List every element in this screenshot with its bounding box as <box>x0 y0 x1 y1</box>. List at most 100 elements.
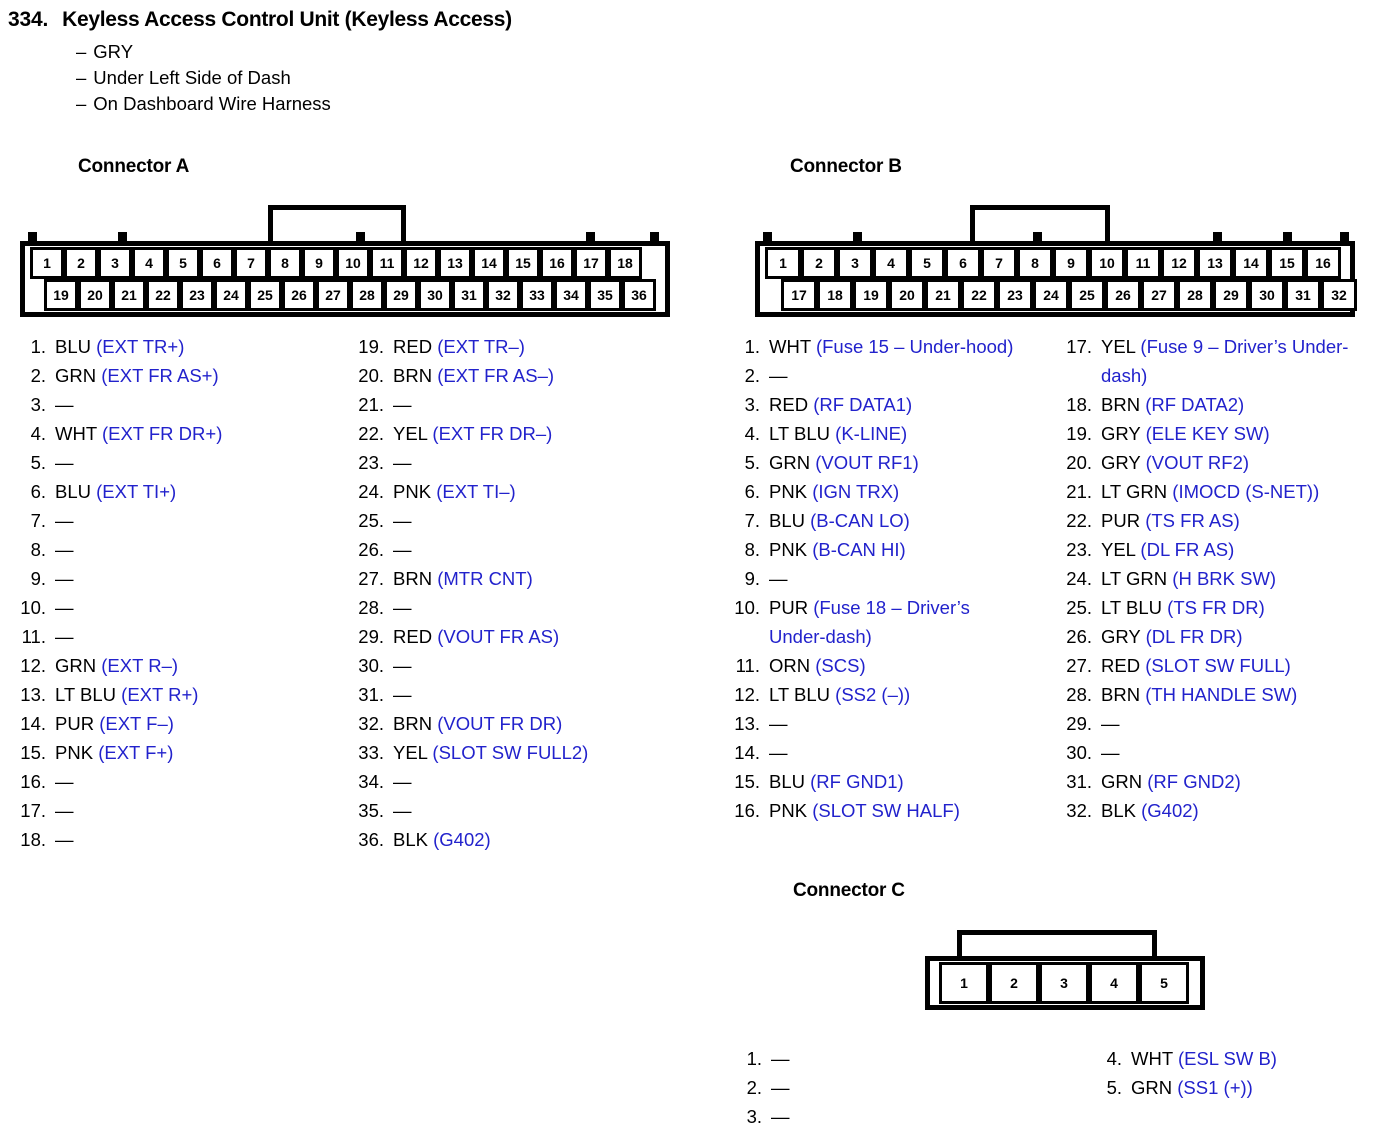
pin-signal-name: (Fuse 18 – Driver’s Under-dash) <box>769 597 970 647</box>
pin-cell-17: 17 <box>781 279 817 311</box>
pin-body: RED (SLOT SW FULL) <box>1101 651 1291 680</box>
pin-cell-28: 28 <box>1177 279 1213 311</box>
pin-number: 5. <box>744 452 760 473</box>
pin-signal-name: (SS1 (+)) <box>1177 1077 1253 1098</box>
pin-cell-label: 10 <box>1092 250 1122 276</box>
pin-body: BLU (RF GND1) <box>769 767 904 796</box>
pin-body: ORN (SCS) <box>769 651 866 680</box>
pin-body: — <box>55 564 74 593</box>
pin-body: BLU (EXT TI+) <box>55 477 176 506</box>
pin-row: 5.GRN (SS1 (+)) <box>1090 1073 1277 1102</box>
pin-wire-color: BRN <box>393 568 433 589</box>
pin-signal-name: (IGN TRX) <box>812 481 900 502</box>
pin-row: 4.WHT (ESL SW B) <box>1090 1044 1277 1073</box>
pin-cell-20: 20 <box>889 279 925 311</box>
pin-row: 26.GRY (DL FR DR) <box>1060 622 1356 651</box>
pin-cell-2: 2 <box>801 247 837 279</box>
pin-cell-label: 21 <box>115 282 143 308</box>
pin-row: 6.BLU (EXT TI+) <box>14 477 222 506</box>
pin-cell-14: 14 <box>472 247 506 279</box>
pin-cell-label: 31 <box>1288 282 1318 308</box>
pin-wire-color: RED <box>393 336 433 357</box>
pin-cell-label: 14 <box>475 250 503 276</box>
pin-cell-1: 1 <box>939 962 989 1004</box>
connector-tab <box>1033 232 1042 244</box>
pin-row: 20.GRY (VOUT RF2) <box>1060 448 1356 477</box>
pin-cell-32: 32 <box>486 279 520 311</box>
pin-unused-dash: — <box>769 713 788 734</box>
pin-cell-20: 20 <box>78 279 112 311</box>
pin-body: WHT (EXT FR DR+) <box>55 419 222 448</box>
pin-wire-color: PNK <box>769 800 808 821</box>
pin-cell-19: 19 <box>853 279 889 311</box>
bullet-dash: – <box>76 41 87 62</box>
pin-row: 32.BRN (VOUT FR DR) <box>352 709 588 738</box>
pin-number: 18. <box>1066 394 1092 415</box>
pin-wire-color: RED <box>1101 655 1141 676</box>
pin-number: 11. <box>21 626 46 647</box>
pin-body: — <box>55 390 74 419</box>
pin-row: 35.— <box>352 796 588 825</box>
connector-a-heading: Connector A <box>78 156 190 177</box>
page-title-block: 334. Keyless Access Control Unit (Keyles… <box>8 8 512 117</box>
pin-cell-3: 3 <box>1039 962 1089 1004</box>
pin-number: 14. <box>734 742 760 763</box>
pin-number: 3. <box>746 1106 762 1127</box>
pin-unused-dash: — <box>55 452 74 473</box>
description-text: GRY <box>93 41 134 62</box>
pin-unused-dash: — <box>393 452 412 473</box>
pin-wire-color: PNK <box>393 481 432 502</box>
pin-cell-17: 17 <box>574 247 608 279</box>
pin-number: 13. <box>734 713 760 734</box>
pin-cell-21: 21 <box>112 279 146 311</box>
pin-cell-label: 12 <box>407 250 435 276</box>
pin-cell-label: 32 <box>489 282 517 308</box>
pin-number: 28. <box>1066 684 1092 705</box>
pin-unused-dash: — <box>769 365 788 386</box>
pin-number: 30. <box>1066 742 1092 763</box>
pin-cell-label: 18 <box>820 282 850 308</box>
pin-cell-label: 27 <box>1144 282 1174 308</box>
pin-cell-label: 33 <box>523 282 551 308</box>
pin-signal-name: (VOUT RF1) <box>815 452 919 473</box>
pin-row: 17.— <box>14 796 222 825</box>
connector-b-pinlist-left: 1.WHT (Fuse 15 – Under-hood)2.—3.RED (RF… <box>728 332 1024 825</box>
pin-number: 26. <box>1066 626 1092 647</box>
pin-cell-13: 13 <box>438 247 472 279</box>
pin-cell-8: 8 <box>268 247 302 279</box>
pin-row: 1.WHT (Fuse 15 – Under-hood) <box>728 332 1024 361</box>
pin-row: 26.— <box>352 535 588 564</box>
pin-number: 21. <box>1066 481 1092 502</box>
pin-signal-name: (Fuse 9 – Driver’s Under-dash) <box>1101 336 1349 386</box>
description-text: On Dashboard Wire Harness <box>93 93 331 114</box>
pin-wire-color: WHT <box>55 423 97 444</box>
pin-number: 31. <box>358 684 384 705</box>
pin-cell-label: 16 <box>543 250 571 276</box>
pin-body: RED (VOUT FR AS) <box>393 622 559 651</box>
pin-number: 19. <box>358 336 384 357</box>
pin-row: 21.— <box>352 390 588 419</box>
description-item: –On Dashboard Wire Harness <box>76 91 512 117</box>
pin-signal-name: (EXT FR AS+) <box>101 365 219 386</box>
pin-cell-label: 21 <box>928 282 958 308</box>
pin-wire-color: YEL <box>393 423 428 444</box>
pin-cell-label: 7 <box>237 250 265 276</box>
pin-number: 9. <box>30 568 46 589</box>
pin-cell-label: 5 <box>1142 965 1186 1001</box>
pin-number: 30. <box>358 655 384 676</box>
pin-number: 3. <box>30 394 46 415</box>
pin-row: 16.PNK (SLOT SW HALF) <box>728 796 1024 825</box>
pin-cell-label: 15 <box>1272 250 1302 276</box>
pin-body: LT BLU (EXT R+) <box>55 680 198 709</box>
pin-body: LT BLU (TS FR DR) <box>1101 593 1265 622</box>
pin-signal-name: (TS FR DR) <box>1167 597 1265 618</box>
pin-wire-color: LT BLU <box>1101 597 1163 618</box>
pin-unused-dash: — <box>771 1048 790 1069</box>
pin-body: BRN (VOUT FR DR) <box>393 709 562 738</box>
pin-number: 26. <box>358 539 384 560</box>
page-title: 334. Keyless Access Control Unit (Keyles… <box>8 8 512 32</box>
pin-cell-label: 1 <box>768 250 798 276</box>
pin-signal-name: (B-CAN HI) <box>812 539 906 560</box>
